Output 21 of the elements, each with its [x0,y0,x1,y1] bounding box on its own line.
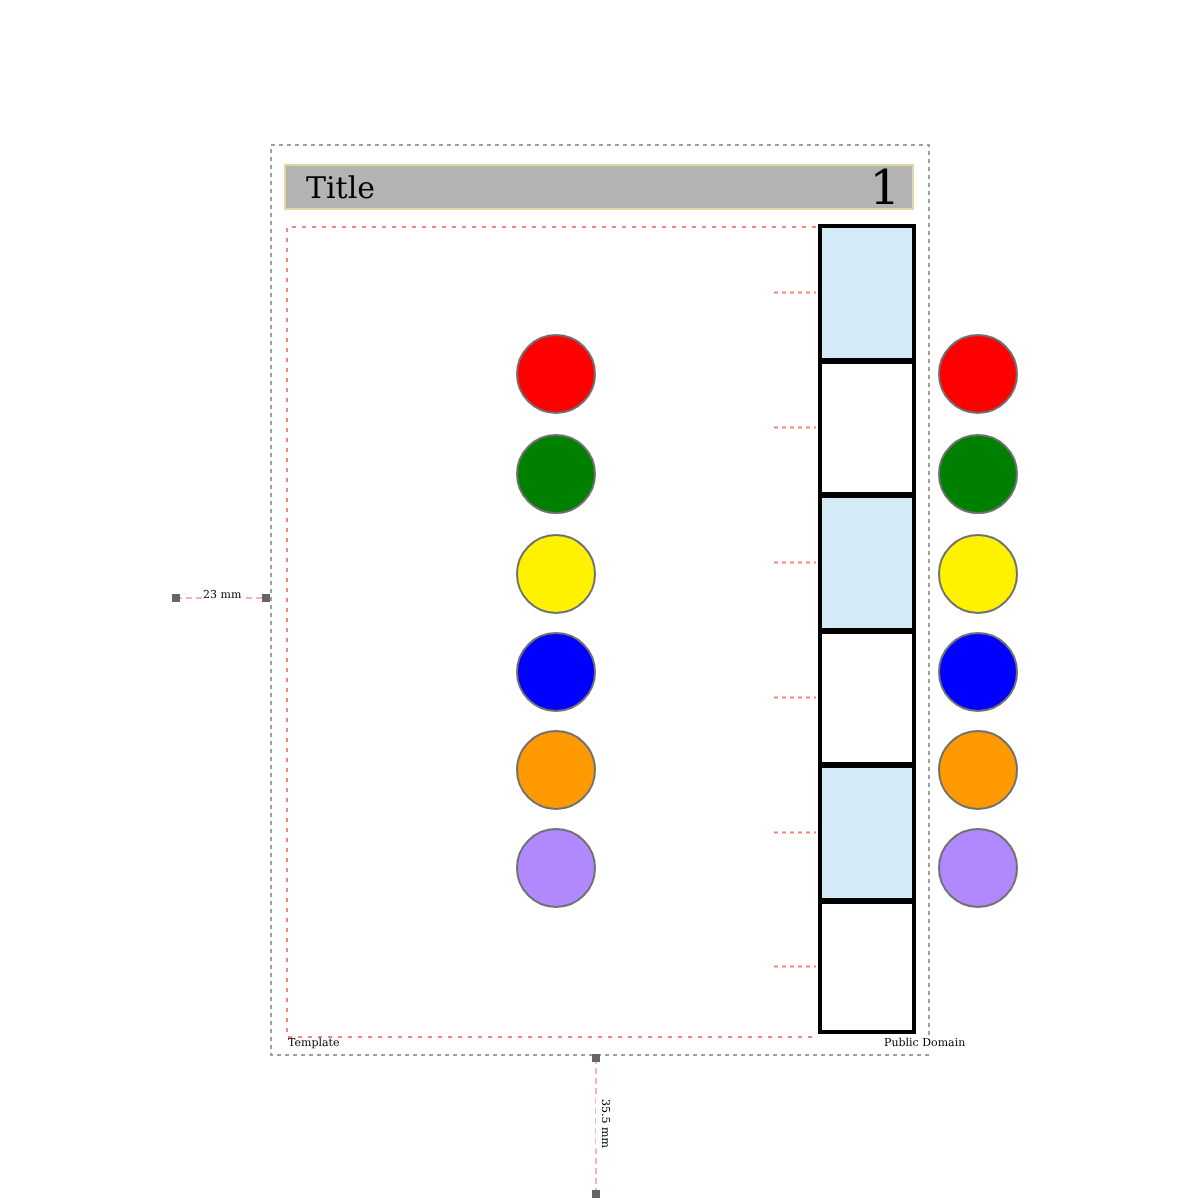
circle-token [938,334,1018,414]
card-slot [818,899,916,1034]
circle-token [516,828,596,908]
circle-token [938,534,1018,614]
card-slot [818,764,916,901]
circle-token [938,434,1018,514]
heading-text: Title [306,174,376,204]
page-number: 1 [869,164,900,212]
circle-token [938,632,1018,712]
card-slot [818,494,916,631]
circle-token [516,534,596,614]
circle-token [516,334,596,414]
circle-token [516,730,596,810]
card-slot [818,224,916,361]
circle-token [938,828,1018,908]
circle-token [516,434,596,514]
card-slot [818,629,916,766]
circle-token [516,632,596,712]
card-slot [818,359,916,496]
circle-token [938,730,1018,810]
header-bar [284,164,914,210]
